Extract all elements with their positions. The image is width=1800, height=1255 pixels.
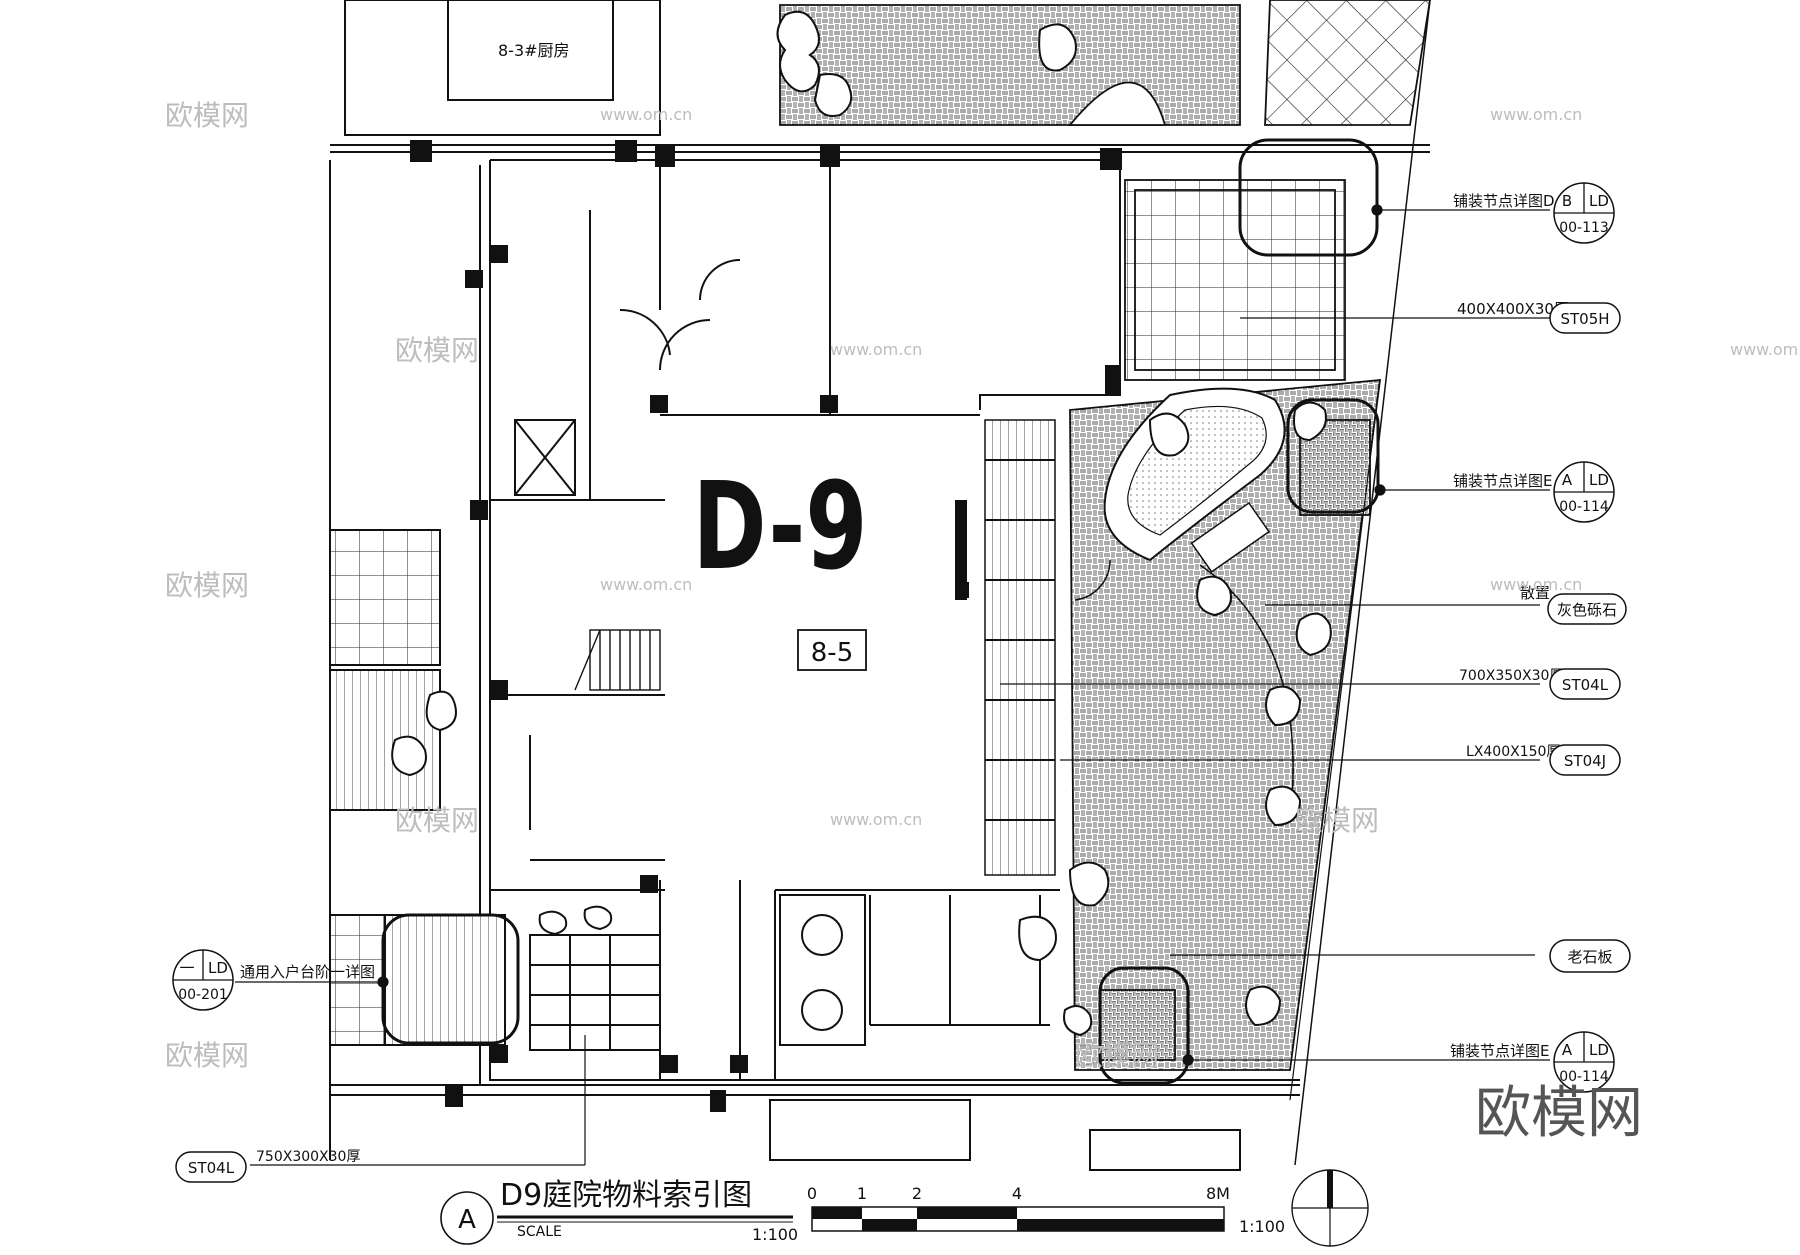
north-arrow-icon: [1291, 1169, 1369, 1247]
callout-8-bottom: 00-114: [1559, 1069, 1609, 1085]
title-block: A D9庭院物料索引图 SCALE 1:100: [440, 1178, 798, 1245]
left-callout-2-label: 750X300X30厚: [256, 1149, 360, 1165]
detail-callout-bubbles: [381, 138, 1380, 1085]
callout-1-top: B: [1562, 192, 1572, 210]
corridor-paving: [984, 419, 1056, 876]
top-kitchen-outline: [344, 0, 661, 136]
stair: [574, 629, 661, 691]
site-boundary: [1294, 0, 1431, 1166]
watermarks: 欧模网 www.om.cn www.om.cn 欧模网 www.om.cn ww…: [165, 99, 1800, 1146]
scale-tick-4: 4: [1012, 1184, 1022, 1203]
watermark-logo: 欧模网: [165, 569, 249, 602]
left-callouts: 一 LD 00-201 通用入户台阶一详图 ST04L 750X300X30厚: [172, 949, 375, 1183]
callout-5-tag: ST04L: [1562, 676, 1609, 694]
callout-5-label: 700X350X30厚: [1459, 668, 1563, 684]
callout-6-tag: ST04J: [1564, 752, 1606, 770]
callout-4-label: 散置: [1520, 584, 1550, 602]
building-outer-top: [490, 159, 1121, 410]
st05h-tile-paving: [1124, 179, 1346, 381]
callout-1-right: LD: [1589, 192, 1609, 210]
right-callouts: 铺装节点详图D B LD 00-113 400X400X30厚 ST05H 铺装…: [1450, 182, 1631, 1093]
callout-3-right: LD: [1589, 471, 1609, 489]
callout-3-top: A: [1562, 471, 1573, 489]
callout-1-bottom: 00-113: [1559, 220, 1609, 236]
watermark-logo: 欧模网: [395, 334, 479, 367]
watermark-big-logo: 欧模网: [1475, 1081, 1643, 1146]
title-text: D9庭院物料索引图: [500, 1178, 752, 1213]
watermark-logo: 欧模网: [165, 1039, 249, 1072]
elevator: [514, 419, 576, 496]
unit-big-label: D-9: [693, 458, 868, 597]
title-circle-letter: A: [458, 1205, 476, 1235]
top-right-diamond-paving: [1264, 0, 1431, 126]
left-callout-1-label: 通用入户台阶一详图: [240, 963, 375, 981]
callout-bubble-e-upper: [1286, 398, 1380, 514]
scale-tick-1: 1: [857, 1184, 867, 1203]
callout-2-label: 400X400X30厚: [1457, 300, 1569, 318]
callout-8-right: LD: [1589, 1041, 1609, 1059]
callout-bubble-d: [1238, 138, 1379, 257]
left-callout-2-tag: ST04L: [188, 1159, 235, 1177]
scale-tick-2: 2: [912, 1184, 922, 1203]
scale-bar-ratio: 1:100: [1239, 1217, 1285, 1236]
watermark-url: www.om.cn: [600, 575, 692, 594]
watermark-url: www.om.cn: [830, 340, 922, 359]
watermark-url: www.om.cn: [830, 810, 922, 829]
courtyard-paving: [779, 0, 1431, 1071]
callout-bubble-e-lower: [1098, 966, 1190, 1085]
callout-4-tag: 灰色砾石: [1557, 601, 1617, 619]
watermark-url: www.om.cn: [1730, 340, 1800, 359]
watermark-logo: 欧模网: [395, 804, 479, 837]
left-callout-1-right: LD: [208, 959, 228, 977]
unit-labels: 8-3#厨房 D-9 8-5: [498, 41, 868, 671]
watermark-url: www.om.cn: [1490, 105, 1582, 124]
callout-1-label: 铺装节点详图D: [1453, 192, 1555, 210]
left-callout-1-bottom: 00-201: [178, 987, 228, 1003]
title-scale-word: SCALE: [517, 1224, 562, 1240]
left-callout-1-top: 一: [179, 959, 194, 977]
site-linework: [329, 0, 1430, 1171]
callout-6-label: LX400X150厚: [1466, 744, 1560, 760]
room-label-kitchen: 8-3#厨房: [498, 41, 570, 60]
watermark-url: www.om.cn: [1490, 575, 1582, 594]
scale-tick-8: 8M: [1206, 1184, 1230, 1203]
unit-box-label: 8-5: [811, 638, 853, 668]
columns: [410, 140, 1122, 1112]
leader-lines: [235, 204, 1550, 1166]
scale-tick-0: 0: [807, 1184, 817, 1203]
callout-8-top: A: [1562, 1041, 1573, 1059]
unit-box: [797, 629, 867, 671]
callout-2-tag: ST05H: [1560, 310, 1609, 328]
callout-8-label: 铺装节点详图E: [1450, 1042, 1549, 1060]
watermark-logo: 欧模网: [165, 99, 249, 132]
scale-bar: 0 1 2 4 8M 1:100: [807, 1184, 1285, 1236]
title-scale-ratio: 1:100: [752, 1225, 798, 1244]
callout-3-label: 铺装节点详图E: [1453, 472, 1552, 490]
callout-7-tag: 老石板: [1567, 948, 1612, 966]
callout-3-bottom: 00-114: [1559, 499, 1609, 515]
watermark-url: www.om.cn: [600, 105, 692, 124]
watermark-logo: 欧模网: [1295, 804, 1379, 837]
watermark-logo: 欧模网: [1075, 1039, 1159, 1072]
landscape-rocks: [391, 10, 1332, 1037]
